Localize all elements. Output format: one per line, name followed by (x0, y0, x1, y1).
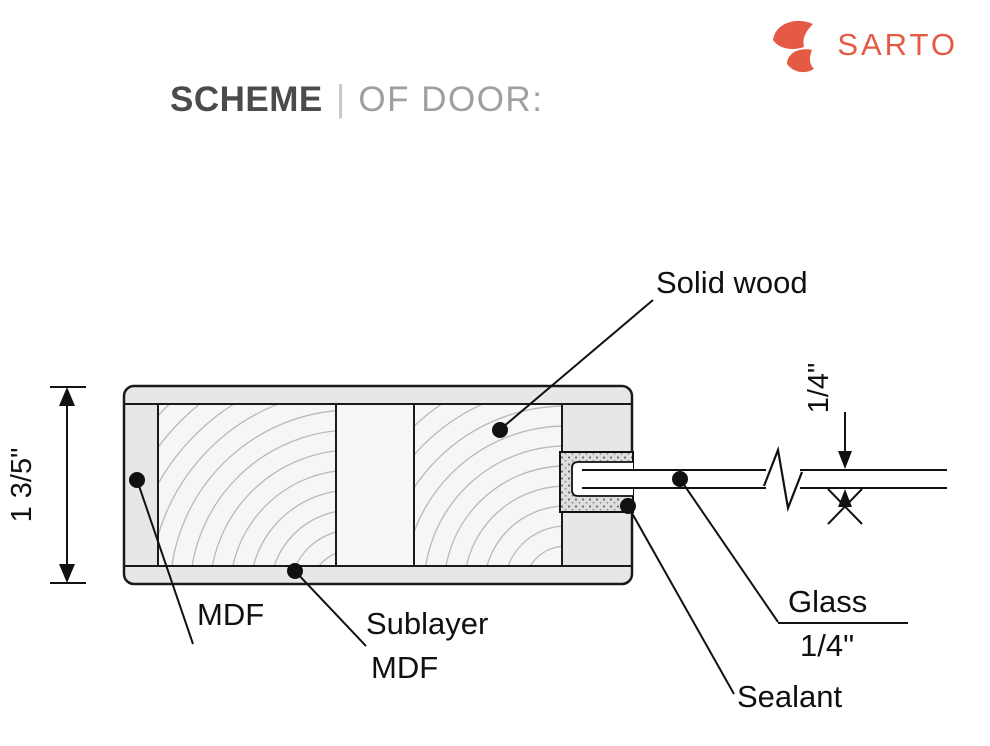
title-main: SCHEME (170, 80, 323, 119)
leader-line (294, 570, 367, 647)
leader-dot (492, 422, 508, 438)
label-glass-size: 1/4" (800, 628, 854, 663)
arrow-cross-stroke-2 (827, 488, 863, 525)
arrow-down-icon (59, 564, 75, 583)
brand-logo: SARTO (767, 14, 958, 76)
label-mdf: MDF (197, 597, 264, 632)
door-thickness-value: 1 3/5" (6, 448, 38, 523)
arrow-up-icon (59, 387, 75, 406)
leader-dot (129, 472, 145, 488)
arrow-up-icon (838, 489, 852, 507)
page-title: SCHEME | OF DOOR: (170, 78, 543, 120)
leader-line (679, 478, 779, 623)
title-divider: | (335, 78, 346, 119)
brand-name: SARTO (837, 27, 958, 62)
label-sublayer-line2: MDF (371, 650, 438, 685)
break-symbol (762, 445, 804, 513)
label-sublayer-line1: Sublayer (366, 606, 488, 641)
glass-thickness-value: 1/4" (803, 363, 835, 414)
label-sealant: Sealant (737, 679, 843, 714)
callout-mdf: MDF (129, 472, 264, 645)
callout-solid-wood: Solid wood (492, 265, 808, 438)
leader-dot (672, 471, 688, 487)
door-cross-section (122, 384, 634, 586)
callout-glass: Glass 1/4" (672, 471, 908, 663)
glass-assembly (559, 445, 947, 513)
title-subtitle: OF DOOR: (358, 80, 544, 119)
leader-line (502, 299, 654, 428)
leader-dot (620, 498, 636, 514)
leader-dot (287, 563, 303, 579)
dimension-door-thickness: 1 3/5" (6, 386, 86, 584)
sarto-logo-icon (773, 20, 815, 73)
dimension-glass-thickness: 1/4" (803, 363, 863, 525)
leader-line (627, 505, 735, 695)
label-glass: Glass (788, 584, 867, 619)
label-solid-wood: Solid wood (656, 265, 808, 300)
callout-sealant: Sealant (620, 498, 843, 714)
callout-sublayer-mdf: Sublayer MDF (287, 563, 488, 685)
arrow-down-icon (838, 451, 852, 469)
leader-line (136, 479, 194, 645)
